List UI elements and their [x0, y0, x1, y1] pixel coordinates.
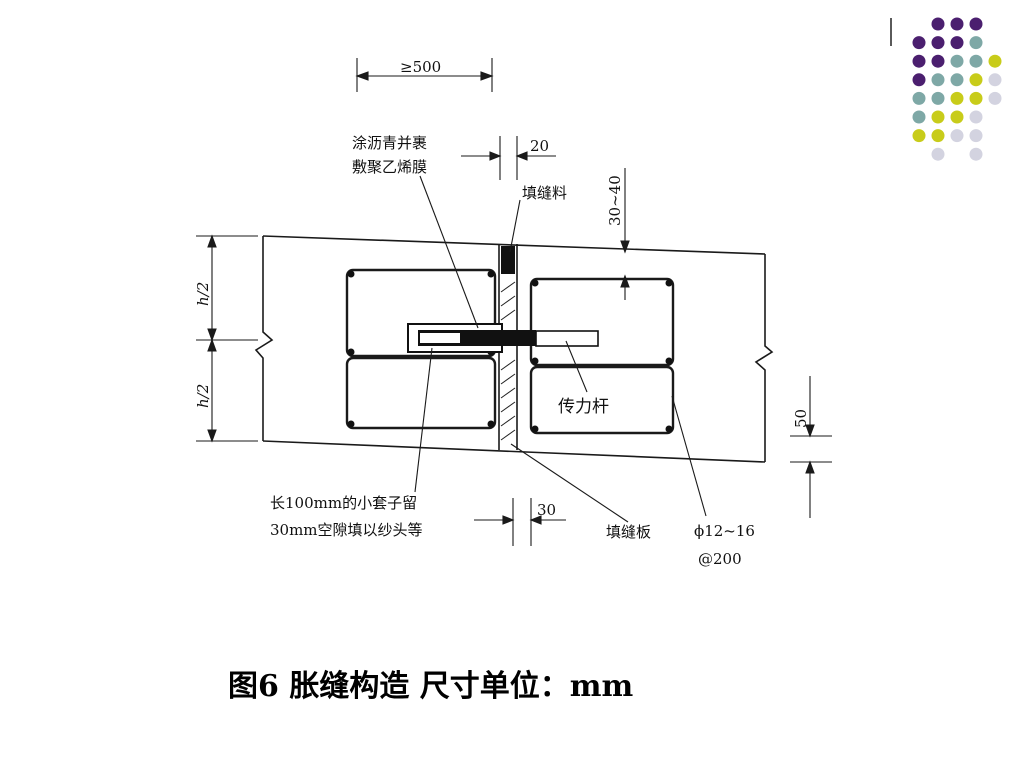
rebar-dot — [531, 425, 539, 433]
leader-dowel — [565, 340, 588, 393]
decor-dot — [931, 36, 945, 50]
decor-dot — [931, 110, 945, 124]
rebar-dot — [347, 270, 355, 278]
dim-half-thickness-bottom: h/2 — [194, 384, 212, 408]
leader-filler — [509, 199, 521, 253]
decor-dot — [912, 54, 926, 68]
dowel-sleeve-gap — [420, 333, 460, 343]
decor-dot — [912, 91, 926, 105]
decor-dot — [969, 110, 983, 124]
decor-dot — [912, 129, 926, 143]
decorative-dot-grid — [890, 17, 1002, 161]
leader-rebar — [671, 395, 707, 517]
decor-dot — [950, 54, 964, 68]
decor-dot — [931, 91, 945, 105]
label-joint-board: 填缝板 — [606, 523, 651, 541]
label-sleeve-line1: 长100mm的小套子留 — [270, 494, 417, 512]
decor-dot — [912, 36, 926, 50]
slab-bottom-edge — [262, 440, 766, 463]
dim-bottom-cover: 50 — [792, 409, 810, 428]
label-asphalt-coating-line1: 涂沥青并裹 — [352, 134, 427, 152]
decor-dot — [969, 73, 983, 87]
leader-sleeve — [414, 347, 433, 493]
slab-right-break — [754, 254, 774, 462]
left-cage-upper — [345, 268, 497, 358]
left-cage-lower — [345, 356, 497, 430]
figure-caption: 图6 胀缝构造 尺寸单位：mm — [228, 669, 634, 704]
label-rebar-spec-line2: @200 — [698, 550, 742, 568]
rebar-dot — [665, 279, 673, 287]
slab-top-edge — [262, 235, 766, 255]
decor-dot — [931, 147, 945, 161]
decor-dot — [969, 17, 983, 31]
decor-dot — [988, 54, 1002, 68]
slab-left-break — [254, 236, 274, 441]
rebar-dot — [487, 270, 495, 278]
decor-dot — [950, 129, 964, 143]
decor-dot — [969, 36, 983, 50]
dowel-bare-section — [535, 330, 599, 347]
leader-board — [510, 443, 629, 523]
decor-dot — [950, 91, 964, 105]
decor-dot — [969, 54, 983, 68]
decor-dot — [988, 73, 1002, 87]
dim-sleeve-gap: 30 — [537, 501, 556, 519]
decor-dot — [950, 110, 964, 124]
dim-joint-width: 20 — [530, 137, 549, 155]
rebar-dot — [347, 420, 355, 428]
label-rebar-spec-line1: ϕ12~16 — [694, 522, 755, 540]
decor-dot — [931, 73, 945, 87]
decor-dot — [969, 147, 983, 161]
decor-dot — [931, 17, 945, 31]
dim-groove-depth: 30~40 — [606, 175, 624, 226]
slab-outline — [254, 235, 774, 463]
label-sleeve-line2: 30mm空隙填以纱头等 — [270, 521, 423, 539]
label-dowel-bar: 传力杆 — [558, 397, 609, 417]
rebar-dot — [531, 279, 539, 287]
decor-dot — [988, 91, 1002, 105]
decor-dot — [969, 91, 983, 105]
dim-min-length: ≥500 — [400, 58, 441, 76]
rebar-dot — [665, 425, 673, 433]
dowel-bar — [407, 323, 599, 353]
rebar-dot — [487, 420, 495, 428]
rebar-dot — [665, 357, 673, 365]
decor-dot — [912, 110, 926, 124]
dim-half-thickness-top: h/2 — [194, 282, 212, 306]
joint-filler-block — [501, 246, 515, 274]
decor-dot — [950, 17, 964, 31]
rebar-dot — [531, 357, 539, 365]
decor-dot — [912, 73, 926, 87]
decor-dot — [950, 73, 964, 87]
leader-asphalt — [419, 175, 479, 329]
right-cage-upper — [529, 277, 675, 367]
decor-dot — [931, 129, 945, 143]
rebar-dot — [347, 348, 355, 356]
decor-dot — [950, 36, 964, 50]
joint-board-hatching — [500, 281, 516, 441]
leader-lines — [414, 175, 707, 523]
label-joint-filler: 填缝料 — [522, 184, 567, 202]
label-asphalt-coating-line2: 敷聚乙烯膜 — [352, 158, 427, 176]
decor-dot — [969, 129, 983, 143]
decor-dot — [931, 54, 945, 68]
dimension-lines — [196, 58, 832, 546]
